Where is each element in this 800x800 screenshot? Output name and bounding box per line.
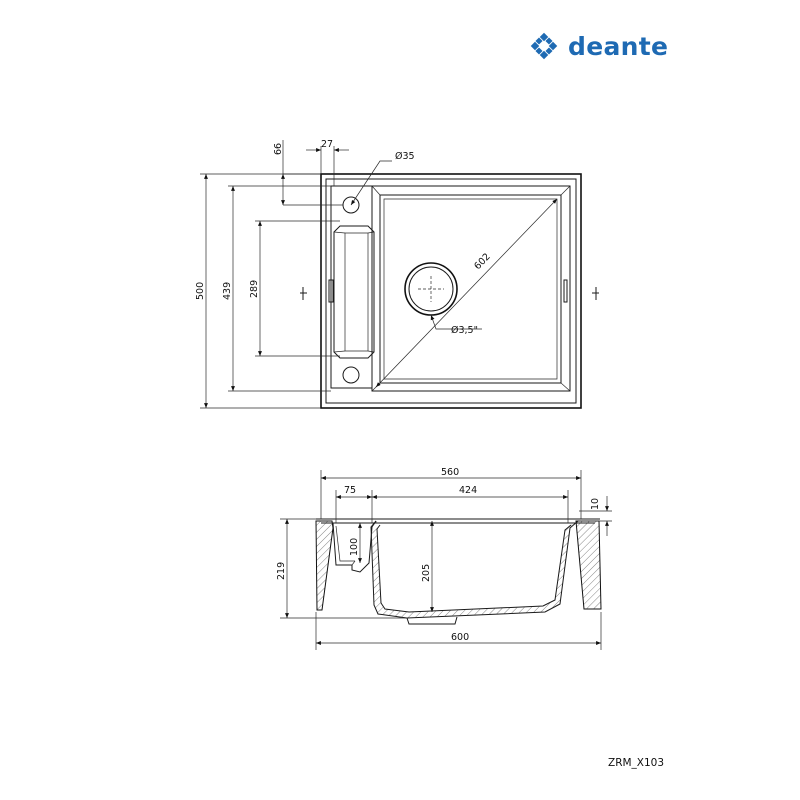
dim-hole-diameter: Ø35 xyxy=(395,151,415,162)
brand-logo: deante xyxy=(530,32,668,61)
dim-289: 289 xyxy=(249,280,260,298)
section-mark-left xyxy=(300,287,307,300)
dim-27: 27 xyxy=(321,139,333,150)
section-mark-right xyxy=(592,287,599,300)
dim-drain-diameter: Ø3,5" xyxy=(451,325,478,336)
product-code: ZRM_X103 xyxy=(608,757,664,769)
dim-560: 560 xyxy=(441,467,459,478)
left-wall-section xyxy=(315,520,334,611)
diagonal-dimension-line xyxy=(375,198,558,388)
top-view: 602 Ø35 Ø3,5" 66 27 500 439 289 xyxy=(195,139,599,409)
dim-205: 205 xyxy=(421,564,432,582)
dim-66: 66 xyxy=(273,143,284,155)
right-wall-section xyxy=(575,520,602,610)
dim-10: 10 xyxy=(590,498,601,510)
tap-hole-bottom xyxy=(342,366,360,384)
section-view: 560 75 424 10 100 205 219 600 xyxy=(276,467,612,650)
dim-500: 500 xyxy=(195,282,206,300)
dim-100: 100 xyxy=(349,538,360,556)
dim-600: 600 xyxy=(451,632,469,643)
dim-219: 219 xyxy=(276,562,287,580)
deante-logo-icon xyxy=(530,32,558,60)
brand-name: deante xyxy=(568,32,668,61)
dim-75: 75 xyxy=(344,485,356,496)
sink-outer-rim xyxy=(320,173,582,409)
dim-424: 424 xyxy=(459,485,477,496)
dim-439: 439 xyxy=(222,282,233,300)
